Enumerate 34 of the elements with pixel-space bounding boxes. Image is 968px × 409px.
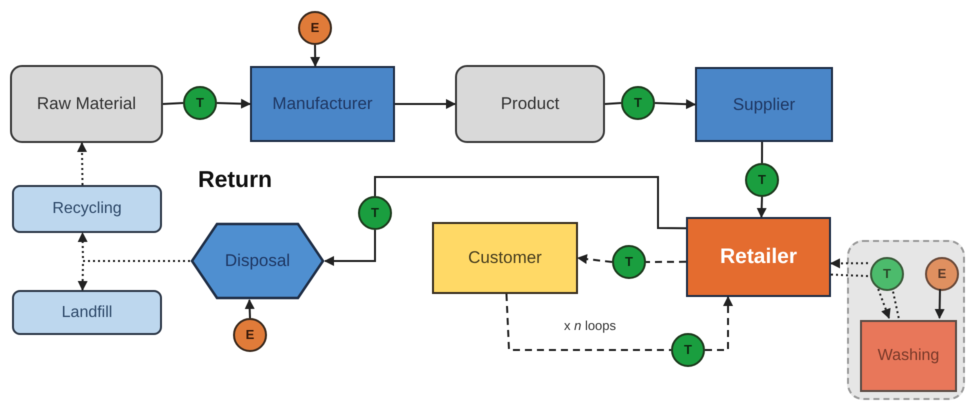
connector-line <box>604 102 622 105</box>
process-box: Customer <box>432 222 578 294</box>
arrow <box>877 288 891 319</box>
arrow <box>756 196 767 218</box>
connector-line <box>162 102 184 105</box>
arrow <box>77 142 88 186</box>
arrow <box>934 288 945 319</box>
process-box: Retailer <box>686 217 831 297</box>
process-box: Recycling <box>12 185 162 233</box>
process-box: Landfill <box>12 290 162 335</box>
connector-line <box>830 274 868 278</box>
arrow <box>216 98 251 109</box>
arrow <box>324 230 376 266</box>
arrow <box>654 99 696 110</box>
hexagon-shape: Disposal <box>190 222 325 300</box>
group-panel <box>847 240 965 400</box>
connector-line <box>761 142 764 163</box>
process-box: Product <box>455 65 605 143</box>
connector-line <box>646 260 686 263</box>
arrow <box>310 44 320 67</box>
process-box: Supplier <box>695 67 833 142</box>
arrow <box>244 299 255 318</box>
process-box: Washing <box>860 320 957 392</box>
arrow <box>830 258 868 268</box>
arrow <box>78 260 190 291</box>
process-box: Manufacturer <box>250 66 395 142</box>
arrow <box>705 296 734 351</box>
connector-line <box>374 176 686 230</box>
process-box: Raw Material <box>10 65 163 143</box>
connector-line <box>892 288 900 318</box>
section-title: Return <box>198 165 272 194</box>
arrow <box>395 99 456 109</box>
arrow <box>577 254 612 264</box>
connector-line <box>505 294 671 351</box>
